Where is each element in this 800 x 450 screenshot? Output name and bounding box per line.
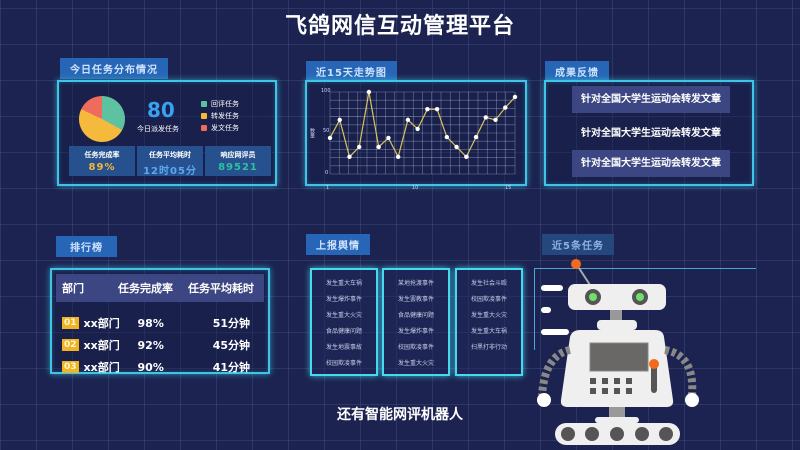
page-title: 飞鸽网信互动管理平台 [284, 14, 515, 39]
opinion-item[interactable]: 发生重大车祸 [325, 280, 362, 287]
x-tick: 1 [326, 185, 330, 191]
robot-illustration-icon [537, 259, 699, 445]
task-line-placeholder [541, 285, 563, 291]
opinion-item[interactable]: 校园欺凌事件 [325, 360, 362, 367]
section-label-trend: 近15天走势图 [306, 61, 397, 82]
y-tick: 0 [325, 170, 329, 176]
pie-legend: 回评任务 转发任务 发文任务 [201, 98, 239, 134]
opinion-item[interactable]: 发生重大车祸 [470, 328, 507, 335]
table-row: 02 xx部门 92% 45分钟 [62, 338, 250, 352]
opinion-item[interactable]: 食品健康问题 [397, 312, 434, 319]
legend-item: 回评任务 [201, 98, 239, 110]
stat-avg-time: 任务平均耗时 12时05分 [137, 146, 203, 177]
total-tasks-value: 80 [147, 98, 175, 122]
opinion-item[interactable]: 发生爆炸事件 [397, 328, 434, 335]
legend-item: 转发任务 [201, 110, 239, 122]
opinion-column-2: 某地抢渡事件 发生罢教事件 食品健康问题 发生爆炸事件 校园欺凌事件 发生重大火… [382, 268, 450, 376]
trend-line-chart [327, 89, 518, 175]
legend-item: 发文任务 [201, 122, 239, 134]
table-row: 01 xx部门 98% 51分钟 [62, 316, 250, 330]
y-tick: 50 [323, 128, 330, 134]
stat-responders: 响应网评员 89521 [205, 146, 271, 176]
opinion-item[interactable]: 发生重大火灾 [397, 360, 434, 367]
opinion-item[interactable]: 食品健康问题 [325, 328, 362, 335]
legend-swatch-icon [201, 101, 207, 107]
x-tick: 15 [505, 185, 512, 191]
section-label-feedback: 成果反馈 [545, 61, 609, 82]
subtitle-caption: 还有智能网评机器人 [337, 407, 463, 423]
opinion-item[interactable]: 扫黑打非行动 [470, 344, 507, 351]
stat-completion-rate: 任务完成率 89% [69, 146, 135, 176]
task-line-placeholder [541, 329, 569, 335]
task-pie-chart [79, 96, 125, 142]
ranking-table-header: 部门 任务完成率 任务平均耗时 [56, 274, 264, 302]
y-tick: 100 [321, 88, 331, 94]
feedback-item[interactable]: 针对全国大学生运动会转发文章 [572, 150, 730, 177]
total-tasks-label: 今日派发任务 [137, 125, 179, 133]
recent-tasks-panel [534, 268, 756, 350]
opinion-item[interactable]: 校园欺凌事件 [397, 344, 434, 351]
opinion-column-3: 发生社会斗殴 校园欺凌事件 发生重大火灾 发生重大车祸 扫黑打非行动 [455, 268, 523, 376]
trend-panel: 100 50 0 数量 [305, 80, 527, 186]
rank-badge: 03 [62, 361, 79, 373]
opinion-column-1: 发生重大车祸 发生爆炸事件 发生重大火灾 食品健康问题 发生地震事故 校园欺凌事… [310, 268, 378, 376]
opinion-item[interactable]: 某地抢渡事件 [397, 280, 434, 287]
feedback-item[interactable]: 针对全国大学生运动会转发文章 [581, 128, 721, 139]
legend-swatch-icon [201, 125, 207, 131]
task-line-placeholder [541, 307, 551, 313]
legend-swatch-icon [201, 113, 207, 119]
section-label-ranking: 排行榜 [56, 236, 117, 257]
opinion-item[interactable]: 发生罢教事件 [397, 296, 434, 303]
opinion-item[interactable]: 发生重大火灾 [325, 312, 362, 319]
opinion-item[interactable]: 发生社会斗殴 [470, 280, 507, 287]
opinion-item[interactable]: 校园欺凌事件 [470, 296, 507, 303]
opinion-item[interactable]: 发生爆炸事件 [325, 296, 362, 303]
section-label-public-opinion: 上报舆情 [306, 234, 370, 255]
section-label-task-distribution: 今日任务分布情况 [60, 58, 168, 79]
x-tick: 10 [412, 185, 419, 191]
task-distribution-panel: 80 今日派发任务 回评任务 转发任务 发文任务 任务完成率 89% 任务平均耗… [57, 80, 277, 186]
section-label-recent-tasks: 近5条任务 [542, 234, 614, 255]
table-row: 03 xx部门 90% 41分钟 [62, 360, 250, 374]
y-axis-label: 数量 [309, 128, 315, 138]
opinion-item[interactable]: 发生地震事故 [325, 344, 362, 351]
feedback-panel: 针对全国大学生运动会转发文章 针对全国大学生运动会转发文章 针对全国大学生运动会… [544, 80, 754, 186]
feedback-item[interactable]: 针对全国大学生运动会转发文章 [572, 86, 730, 113]
rank-badge: 01 [62, 317, 79, 329]
ranking-panel: 部门 任务完成率 任务平均耗时 01 xx部门 98% 51分钟 02 xx部门… [50, 268, 270, 374]
opinion-item[interactable]: 发生重大火灾 [470, 312, 507, 319]
rank-badge: 02 [62, 339, 79, 351]
